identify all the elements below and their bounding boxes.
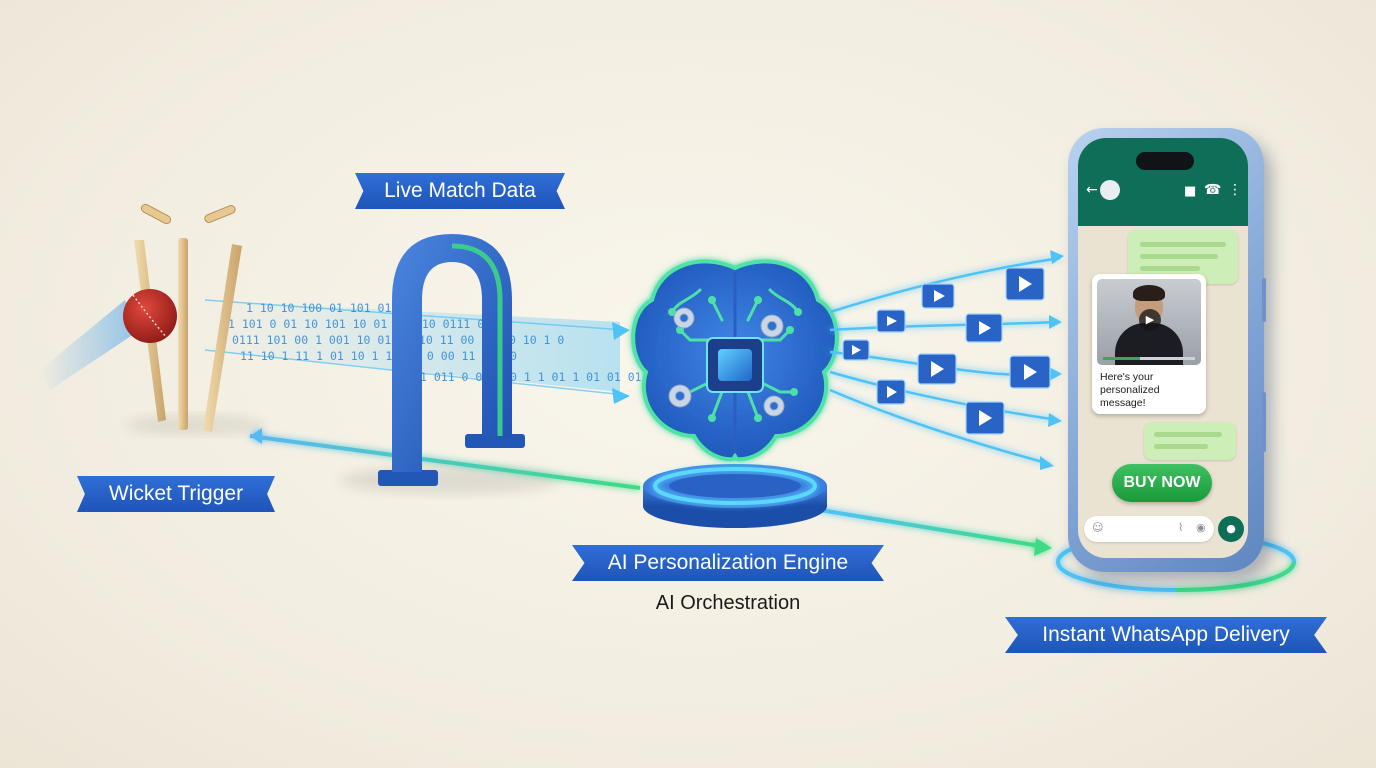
label-whatsapp-delivery-text: Instant WhatsApp Delivery (1042, 623, 1290, 646)
play-icon[interactable]: ▶ (1139, 309, 1161, 331)
binary-row-5: 1 011 0 01 1 0 1 1 01 1 01 01 01 (420, 370, 642, 384)
avatar[interactable] (1100, 180, 1120, 200)
paperclip-icon[interactable]: ⌇ (1178, 521, 1184, 534)
video-thumbnail[interactable]: ▶ (1097, 279, 1201, 365)
dynamic-island (1136, 152, 1194, 170)
video-play-icon (1005, 267, 1045, 301)
message-placeholder-line (1154, 444, 1208, 449)
cricket-wicket (40, 203, 242, 432)
video-play-icon (876, 309, 906, 333)
chip-icon (706, 337, 764, 393)
video-progress-bar[interactable] (1103, 357, 1195, 360)
data-gateway-arch (378, 234, 525, 486)
ai-engine-platform (643, 464, 827, 528)
label-ai-engine-text: AI Personalization Engine (607, 551, 849, 574)
video-play-icon (842, 339, 870, 361)
back-arrow-icon[interactable]: ← (1086, 182, 1098, 198)
label-live-match-data: Live Match Data (355, 173, 565, 209)
camera-icon[interactable]: ◉ (1196, 521, 1206, 534)
binary-row-4: 11 10 1 11 1 01 10 1 10 11 0 00 11 01 10 (240, 349, 517, 363)
video-play-icon (1009, 355, 1051, 389)
chat-header: ← ■ ☎ ⋮ (1078, 138, 1248, 226)
video-message-card[interactable]: ▶ Here's your personalized message! (1092, 274, 1206, 414)
video-play-icon (917, 353, 957, 385)
message-placeholder-line (1140, 254, 1218, 259)
shadow-wicket (125, 415, 265, 435)
video-progress-fill (1103, 357, 1140, 360)
label-ai-orchestration: AI Orchestration (655, 592, 801, 614)
message-placeholder-line (1140, 266, 1200, 271)
cricket-ball (123, 289, 177, 343)
chat-bubble-outgoing (1144, 422, 1236, 460)
person-hair (1133, 285, 1165, 301)
video-tile-icons (842, 267, 1051, 435)
chat-message-text: Here's your personalized message! (1100, 371, 1160, 409)
buy-now-button[interactable]: BUY NOW (1112, 464, 1212, 502)
smartphone: ← ■ ☎ ⋮ ▶ Here's your personalized messa… (1068, 128, 1266, 572)
label-ai-engine: AI Personalization Engine (572, 545, 884, 581)
microphone-icon[interactable]: ● (1218, 516, 1244, 542)
phone-icon[interactable]: ☎ (1204, 182, 1222, 198)
video-play-icon (965, 313, 1003, 343)
message-placeholder-line (1154, 432, 1222, 437)
video-call-icon[interactable]: ■ (1184, 184, 1197, 199)
video-play-icon (921, 283, 955, 309)
more-vertical-icon[interactable]: ⋮ (1228, 182, 1242, 198)
whatsapp-chat-screen: ← ■ ☎ ⋮ ▶ Here's your personalized messa… (1078, 138, 1248, 558)
label-whatsapp-delivery: Instant WhatsApp Delivery (1005, 617, 1327, 653)
stump-middle (178, 238, 188, 430)
binary-row-2: 1 101 0 01 10 101 10 01 001 10 0111 00 1… (228, 317, 512, 331)
flying-bails (140, 203, 236, 225)
phone-side-button (1262, 278, 1266, 322)
phone-side-button (1262, 392, 1266, 452)
video-play-icon (876, 379, 906, 405)
label-live-match-data-text: Live Match Data (384, 179, 536, 202)
feedback-flow-arrow (249, 428, 1052, 556)
stump-right (203, 244, 242, 432)
binary-row-1: 1 10 10 100 01 101 01 01 (246, 301, 412, 315)
shadow-arch (340, 466, 560, 494)
emoji-icon[interactable]: ☺ (1092, 521, 1104, 534)
label-wicket-trigger: Wicket Trigger (77, 476, 275, 512)
ai-brain-icon (631, 259, 839, 462)
message-input[interactable]: ☺ ⌇ ◉ (1084, 516, 1214, 542)
message-placeholder-line (1140, 242, 1226, 247)
arrow-heads (1040, 250, 1064, 470)
label-wicket-trigger-text: Wicket Trigger (108, 482, 244, 505)
gear-icon (668, 307, 785, 417)
video-play-icon (965, 401, 1005, 435)
